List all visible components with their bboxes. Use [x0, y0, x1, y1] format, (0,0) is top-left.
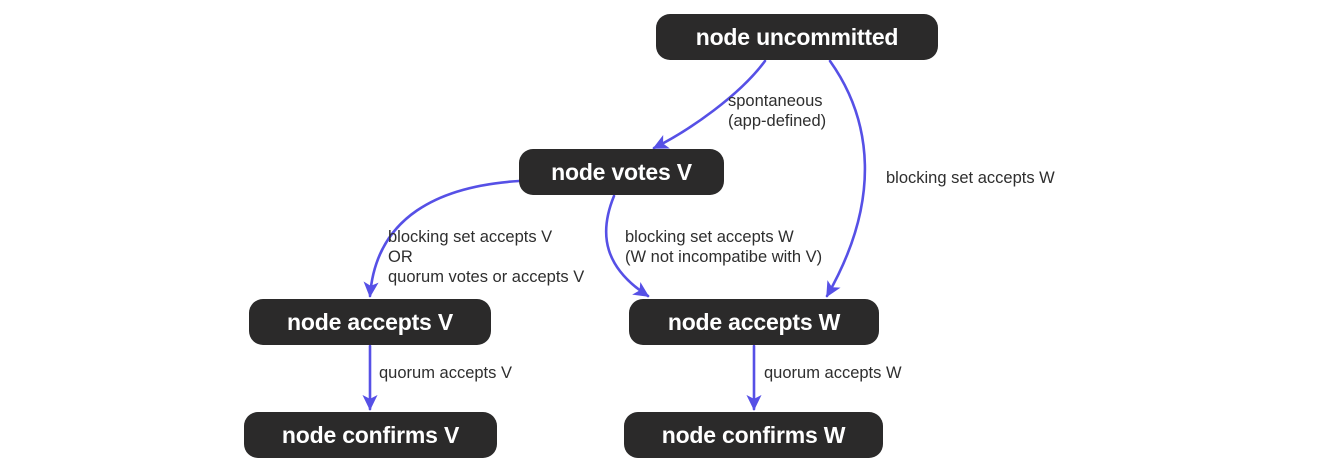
node-uncommitted[interactable]: node uncommitted [656, 14, 938, 60]
edge-label-votes-v-to-accepts-v: blocking set accepts V OR quorum votes o… [388, 228, 585, 286]
edge-label-accepts-w-to-confirms-w: quorum accepts W [764, 364, 902, 382]
node-confirms_v[interactable]: node confirms V [244, 412, 497, 458]
node-confirms_w[interactable]: node confirms W [624, 412, 883, 458]
edge-uncommitted-to-votes-v [652, 59, 767, 150]
edge-label-uncommitted-to-accepts-w: blocking set accepts W [886, 169, 1055, 187]
node-accepts_w[interactable]: node accepts W [629, 299, 879, 345]
edge-label-votes-v-to-accepts-w: blocking set accepts W (W not incompatib… [625, 228, 823, 266]
edge-votes-v-to-accepts-v [363, 179, 521, 298]
node-votes_v[interactable]: node votes V [519, 149, 724, 195]
edge-votes-v-to-accepts-w [604, 194, 650, 298]
node-accepts_v[interactable]: node accepts V [249, 299, 491, 345]
edge-label-accepts-v-to-confirms-v: quorum accepts V [379, 364, 512, 382]
edge-uncommitted-to-accepts-w [825, 59, 867, 298]
edge-label-uncommitted-to-votes-v: spontaneous (app-defined) [728, 92, 827, 130]
edge-paths [362, 59, 867, 411]
